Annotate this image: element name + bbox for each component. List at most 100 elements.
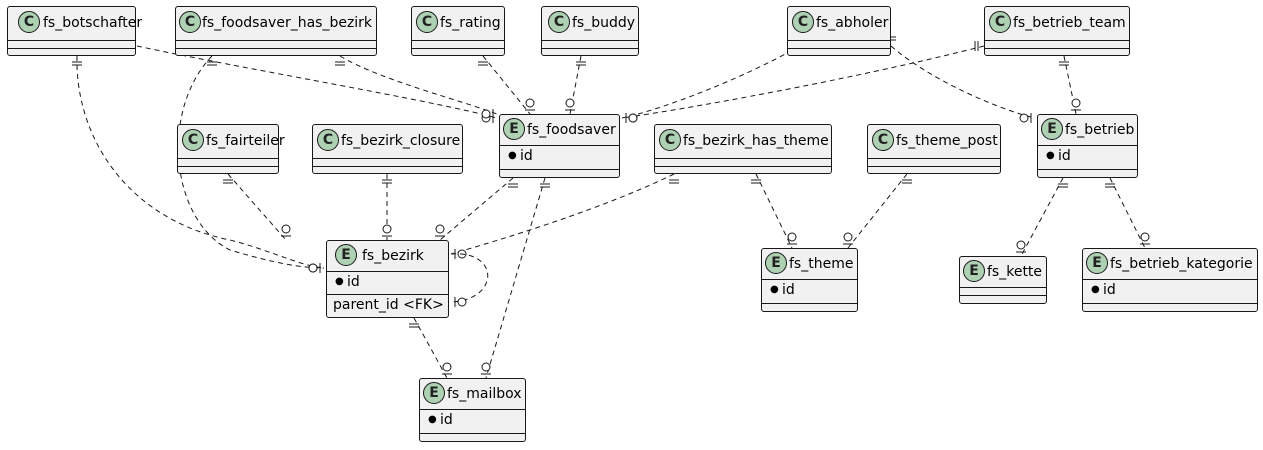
entity-badge-icon: E	[1041, 118, 1063, 140]
node-fs-kette[interactable]: E fs_kette	[959, 256, 1047, 304]
node-title: fs_mailbox	[447, 386, 522, 402]
relation-rating-to-foodsaver	[478, 55, 535, 115]
node-fs-theme[interactable]: E fs_theme ●id	[761, 248, 858, 312]
entity-badge-icon: E	[335, 244, 357, 266]
node-title: fs_abholer	[816, 15, 889, 31]
node-fs-mailbox[interactable]: E fs_mailbox ●id	[419, 378, 526, 442]
node-fs-betrieb[interactable]: E fs_betrieb ●id	[1037, 114, 1138, 178]
cardinality-circle	[1140, 232, 1150, 242]
field-bullet-icon: ●	[1046, 150, 1055, 161]
relation-line	[227, 173, 287, 241]
class-badge-icon: C	[317, 129, 339, 151]
relation-line	[136, 45, 498, 119]
field-parent-id: parent_id <FK>	[333, 297, 444, 313]
class-badge-icon: C	[18, 11, 40, 33]
node-title: fs_fairteiler	[206, 133, 285, 149]
node-fs-bezirk-has-theme[interactable]: C fs_bezirk_has_theme	[654, 124, 832, 174]
relation-theme-post-to-theme	[843, 173, 912, 249]
node-title: fs_foodsaver_has_bezirk	[202, 15, 373, 31]
relation-foodsaver-to-mailbox	[481, 177, 550, 379]
field-bullet-icon: ●	[335, 276, 344, 287]
relation-line	[755, 173, 793, 249]
cardinality-circle	[382, 224, 392, 234]
relation-line	[1109, 177, 1146, 249]
node-fs-betrieb-kategorie[interactable]: E fs_betrieb_kategorie ●id	[1082, 248, 1258, 312]
cardinality-circle	[628, 113, 638, 123]
cardinality-circle	[481, 362, 491, 372]
class-badge-icon: C	[989, 11, 1011, 33]
cardinality-circle	[1016, 240, 1026, 250]
node-title: fs_buddy	[572, 15, 636, 31]
class-badge-icon: C	[416, 11, 438, 33]
node-title: fs_rating	[440, 15, 501, 31]
cardinality-circle	[565, 98, 575, 108]
relation-foodsaver-has-bezirk-to-bezirk	[177, 55, 325, 273]
node-fs-betrieb-team[interactable]: C fs_betrieb_team	[984, 6, 1130, 56]
cardinality-circle	[525, 98, 535, 108]
field-id: id	[1058, 148, 1071, 164]
relation-bezirk-to-mailbox	[409, 317, 452, 379]
relation-foodsaver-to-bezirk	[435, 177, 518, 241]
node-fs-theme-post[interactable]: C fs_theme_post	[867, 124, 1001, 174]
node-title: fs_foodsaver	[527, 122, 616, 138]
node-title: fs_bezirk_has_theme	[683, 133, 829, 149]
relation-line	[450, 253, 489, 303]
entity-badge-icon: E	[765, 252, 787, 274]
entity-badge-icon: E	[423, 382, 445, 404]
relation-bezirk-has-theme-to-theme	[751, 173, 797, 249]
field-id: id	[782, 282, 795, 298]
relation-betrieb-team-to-foodsaver	[621, 41, 985, 123]
field-bullet-icon: ●	[1091, 284, 1100, 295]
field-id: id	[520, 148, 533, 164]
cardinality-circle	[1071, 98, 1081, 108]
relation-line	[621, 45, 985, 119]
relation-line	[177, 55, 325, 269]
cardinality-circle	[435, 224, 445, 234]
node-title: fs_betrieb_team	[1013, 15, 1126, 31]
node-title: fs_bezirk_closure	[341, 133, 461, 149]
node-fs-bezirk[interactable]: E fs_bezirk ●id parent_id <FK>	[326, 240, 449, 318]
node-fs-buddy[interactable]: C fs_buddy	[541, 6, 639, 56]
entity-badge-icon: E	[963, 260, 985, 282]
node-fs-bezirk-closure[interactable]: C fs_bezirk_closure	[312, 124, 463, 174]
node-fs-abholer[interactable]: C fs_abholer	[787, 6, 891, 56]
relation-line	[1020, 177, 1064, 257]
relation-betrieb-to-kette	[1016, 177, 1068, 257]
relation-line	[450, 173, 675, 255]
node-title: fs_theme	[789, 256, 854, 272]
entity-badge-icon: E	[1086, 252, 1108, 274]
cardinality-circle	[843, 232, 853, 242]
node-fs-fairteiler[interactable]: C fs_fairteiler	[177, 124, 285, 174]
class-badge-icon: C	[792, 11, 814, 33]
class-badge-icon: C	[548, 11, 570, 33]
field-bullet-icon: ●	[428, 414, 437, 425]
node-fs-rating[interactable]: C fs_rating	[411, 6, 505, 56]
relation-foodsaver-has-bezirk-to-foodsaver	[335, 55, 498, 119]
relation-betrieb-to-betrieb-kategorie	[1105, 177, 1150, 249]
class-badge-icon: C	[659, 129, 681, 151]
relation-line	[76, 55, 325, 269]
node-title: fs_betrieb	[1065, 122, 1135, 138]
field-id: id	[1103, 282, 1116, 298]
node-title: fs_bezirk	[362, 248, 424, 264]
relation-bezirk-closure-to-bezirk	[382, 174, 392, 240]
node-title: fs_kette	[987, 264, 1043, 280]
node-fs-botschafter[interactable]: C fs_botschafter	[7, 6, 142, 56]
relation-line	[485, 177, 546, 379]
cardinality-circle	[1019, 113, 1029, 123]
node-fs-foodsaver-has-bezirk[interactable]: C fs_foodsaver_has_bezirk	[175, 6, 377, 56]
field-bullet-icon: ●	[508, 150, 517, 161]
cardinality-circle	[281, 224, 291, 234]
relation-line	[890, 45, 1036, 119]
relation-buddy-to-foodsaver	[565, 55, 586, 115]
relation-line	[847, 173, 908, 249]
relation-line	[439, 177, 514, 241]
relation-line	[339, 55, 498, 115]
cardinality-circle	[481, 109, 491, 119]
relation-line	[413, 317, 448, 379]
class-badge-icon: C	[179, 11, 201, 33]
node-fs-foodsaver[interactable]: E fs_foodsaver ●id	[499, 114, 620, 178]
relation-fairteiler-to-bezirk	[223, 173, 291, 241]
